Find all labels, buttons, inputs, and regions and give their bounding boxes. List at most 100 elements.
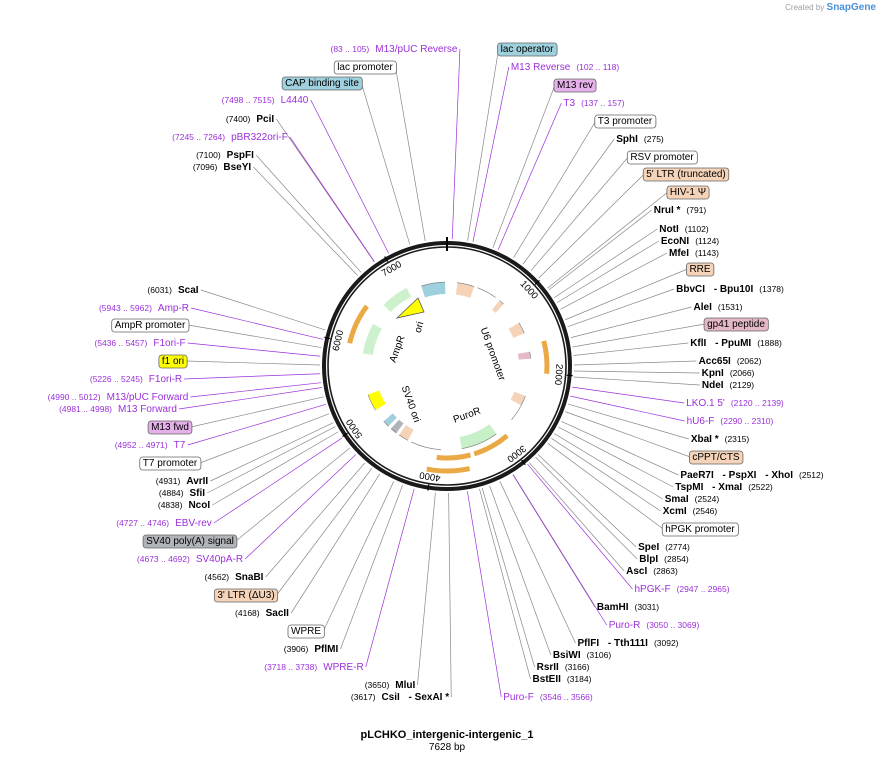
coordinate-text: (4673 .. 4692) — [137, 554, 190, 564]
enzyme-name: BseYI — [223, 162, 251, 173]
enzyme-name: PflFI — [577, 638, 599, 649]
callout-label: CAP binding site — [281, 76, 363, 91]
leader-line — [492, 84, 556, 248]
callout-label-text: (7245 .. 7264)pBR322ori-F — [172, 132, 288, 143]
leader-line — [548, 209, 652, 291]
callout-label: RSV promoter — [626, 150, 698, 165]
callout-label: (3718 .. 3738)WPRE-R — [264, 662, 364, 673]
feature-block — [383, 413, 397, 427]
feature-name: lac operator — [501, 44, 554, 55]
enzyme-name: - SexAI * — [406, 692, 449, 703]
callout-label-text: (3650)MluI — [365, 680, 416, 691]
enzyme-name: - PspXI — [720, 470, 757, 481]
leader-line — [235, 447, 351, 542]
enzyme-name: BstEII — [533, 674, 562, 685]
backbone-outer-strand — [322, 241, 572, 491]
enzyme-name: SfiI — [190, 488, 206, 499]
leader-line — [255, 154, 362, 273]
feature-block — [390, 419, 404, 434]
feature-name: lac promoter — [337, 62, 393, 73]
callout-label: RRE — [686, 262, 715, 277]
feature-block — [399, 425, 414, 441]
leader-line — [573, 342, 689, 356]
callout-label: lac promoter — [333, 60, 397, 75]
callout-label: (4952 .. 4971)T7 — [115, 440, 186, 451]
feature-block-edge — [520, 395, 526, 406]
enzyme-name: AvrII — [186, 476, 208, 487]
leader-line — [290, 473, 381, 614]
feature-name: 5' LTR (truncated) — [646, 169, 726, 180]
callout-label-text: MfeI(1143) — [669, 248, 719, 259]
feature-block-edge — [477, 287, 496, 298]
feature-block-edge — [383, 421, 389, 427]
callout-label: BlpI(2854) — [639, 554, 689, 565]
coordinate-text: (4727 .. 4746) — [116, 518, 169, 528]
coordinate-text: (275) — [644, 134, 664, 144]
coordinate-text: (2120 .. 2139) — [731, 398, 784, 408]
coordinate-text: (7096) — [193, 162, 218, 172]
coordinate-text: (2062) — [737, 356, 762, 366]
enzyme-name: - XhoI — [762, 470, 793, 481]
feature-block-edge — [367, 394, 376, 411]
leader-line — [551, 438, 661, 512]
callout-label: (7400)PciI — [226, 114, 275, 125]
enzyme-name: NotI — [659, 224, 679, 235]
enzyme-name: PaeR7I — [680, 470, 714, 481]
coordinate-text: (3718 .. 3738) — [264, 662, 317, 672]
callout-label-text: (4981 .. 4998)M13 Forward — [59, 404, 177, 415]
orf-arc — [473, 433, 509, 457]
callout-label-text: Acc65I(2062) — [699, 356, 762, 367]
enzyme-name: - Bpu10I — [711, 284, 753, 295]
coordinate-text: (4168) — [235, 608, 260, 618]
callout-label-text: RRE — [689, 264, 710, 275]
leader-line — [213, 437, 343, 524]
leader-line — [538, 173, 645, 279]
enzyme-name: MfeI — [669, 248, 689, 259]
feature-box — [666, 185, 710, 200]
callout-label-text: WPRE — [291, 626, 321, 637]
coordinate-text: (2066) — [730, 368, 755, 378]
enzyme-name: AscI — [626, 566, 647, 577]
leader-line — [573, 370, 700, 374]
leader-line — [570, 306, 692, 338]
feature-name: WPRE — [291, 626, 321, 637]
leader-line — [565, 411, 691, 458]
feature-arc — [362, 323, 382, 356]
coordinate-text: (2774) — [665, 542, 690, 552]
leader-line — [554, 433, 663, 500]
callout-label: hU6-F(2290 .. 2310) — [687, 416, 774, 427]
leader-line — [529, 462, 625, 572]
callout-label-text: (3718 .. 3738)WPRE-R — [264, 662, 364, 673]
feature-block — [508, 322, 525, 338]
leader-line — [489, 485, 552, 656]
enzyme-name: - Tth111I — [605, 638, 648, 649]
leader-line — [200, 289, 326, 331]
ring-tick-mark — [324, 336, 331, 340]
callout-label-text: CAP binding site — [285, 78, 359, 89]
leader-line — [212, 431, 339, 506]
coordinate-text: (3906) — [284, 644, 309, 654]
enzyme-name: BbvCI — [676, 284, 705, 295]
coordinate-text: (3650) — [365, 680, 390, 690]
enzyme-name: TspMI — [675, 482, 703, 493]
primer-name: LKO.1 5' — [686, 398, 725, 409]
callout-label-text: Puro-F(3546 .. 3566) — [503, 692, 593, 703]
callout-label-text: XbaI *(2315) — [691, 434, 750, 445]
leader-line — [451, 48, 461, 240]
callout-label: AscI(2863) — [626, 566, 678, 577]
enzyme-name: XbaI * — [691, 434, 719, 445]
callout-label-text: (3617)CsiI - SexAI * — [351, 692, 449, 703]
coordinate-text: (2947 .. 2965) — [677, 584, 730, 594]
primer-name: F1ori-F — [153, 338, 185, 349]
callout-label: PflFI - Tth111I(3092) — [577, 638, 678, 649]
primer-name: hPGK-F — [634, 584, 670, 595]
callout-label: KflI - PpuMI(1888) — [690, 338, 782, 349]
callout-label: Puro-F(3546 .. 3566) — [503, 692, 593, 703]
coordinate-text: (1888) — [757, 338, 782, 348]
callout-label-text: (7100)PspFI — [196, 150, 254, 161]
coordinate-text: (2512) — [799, 470, 824, 480]
callout-label-text: EcoNI(1124) — [661, 236, 719, 247]
leader-line — [323, 481, 395, 632]
enzyme-name: BlpI — [639, 554, 658, 565]
feature-box — [553, 78, 597, 93]
